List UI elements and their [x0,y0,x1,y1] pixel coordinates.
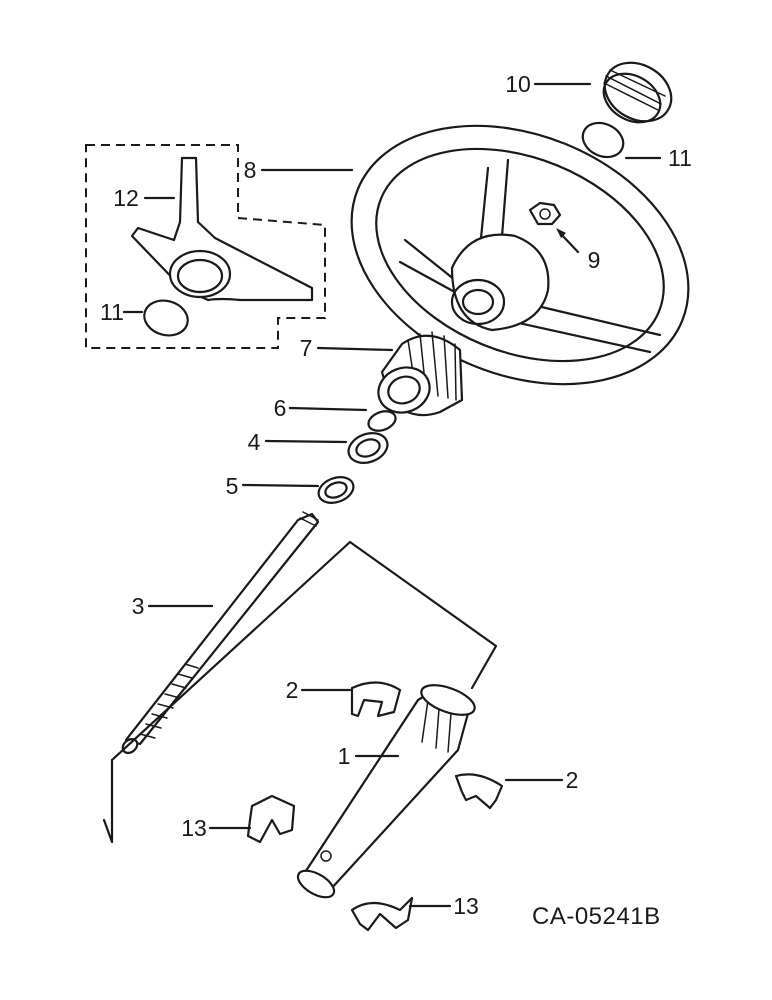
lower-shaft-group-outline [102,540,498,844]
callout-13-bottom: 13 [453,893,479,919]
callout-9: 9 [588,247,601,273]
callout-11-left: 11 [100,299,124,325]
splined-adapter [377,331,464,417]
callout-10: 10 [505,71,531,97]
callout-7: 7 [300,335,313,361]
callout-1: 1 [338,743,351,769]
callout-6: 6 [274,395,287,421]
callout-11-right: 11 [668,145,692,171]
drawing-code: CA-05241B [532,903,661,930]
callout-2-right: 2 [566,767,579,793]
callout-8: 8 [244,157,257,183]
callout-13-left: 13 [181,815,207,841]
bearing [347,432,389,464]
steering-shaft-lower [296,684,476,899]
clip-upper [350,681,402,718]
callout-3: 3 [132,593,145,619]
callout-5: 5 [226,473,239,499]
callout-4: 4 [248,429,261,455]
clip-bottom [350,896,414,932]
horn-cap [602,61,673,124]
callout-2-upper: 2 [286,677,299,703]
clip-right [454,773,504,810]
optional-spinner-hub-group [85,144,326,349]
washer [367,410,397,432]
hex-nut [528,201,580,254]
callout-12: 12 [113,185,139,211]
clip-left [246,794,296,844]
steering-shaft-upper [121,511,320,754]
retaining-ring-left [143,299,189,337]
retaining-ring-right [581,121,625,159]
seal [317,476,355,504]
steering-wheel [350,124,690,386]
